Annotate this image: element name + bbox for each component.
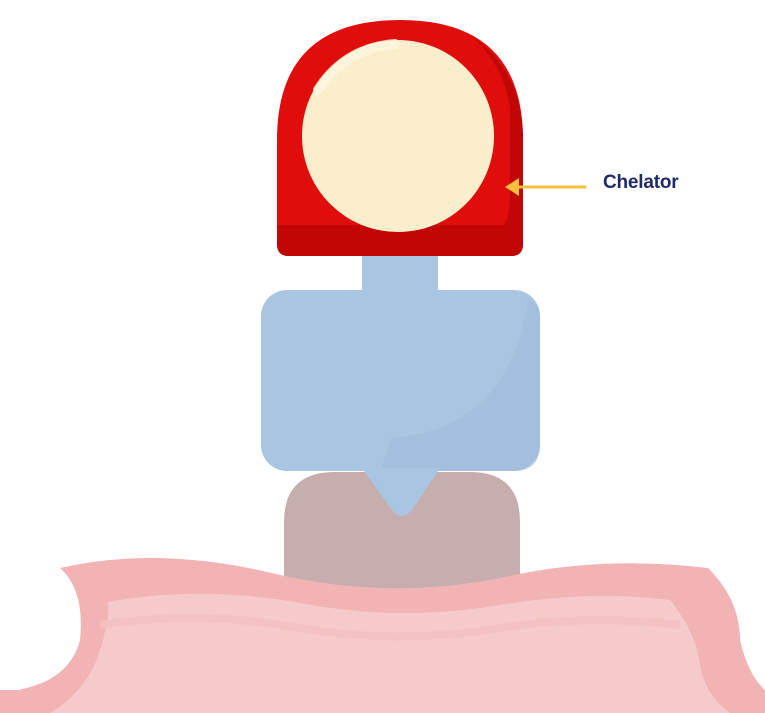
arrow-left-icon <box>505 178 585 196</box>
linker <box>261 252 540 516</box>
linker-stem <box>362 252 438 296</box>
chelator-label: Chelator <box>603 172 678 194</box>
chelator <box>277 20 523 256</box>
